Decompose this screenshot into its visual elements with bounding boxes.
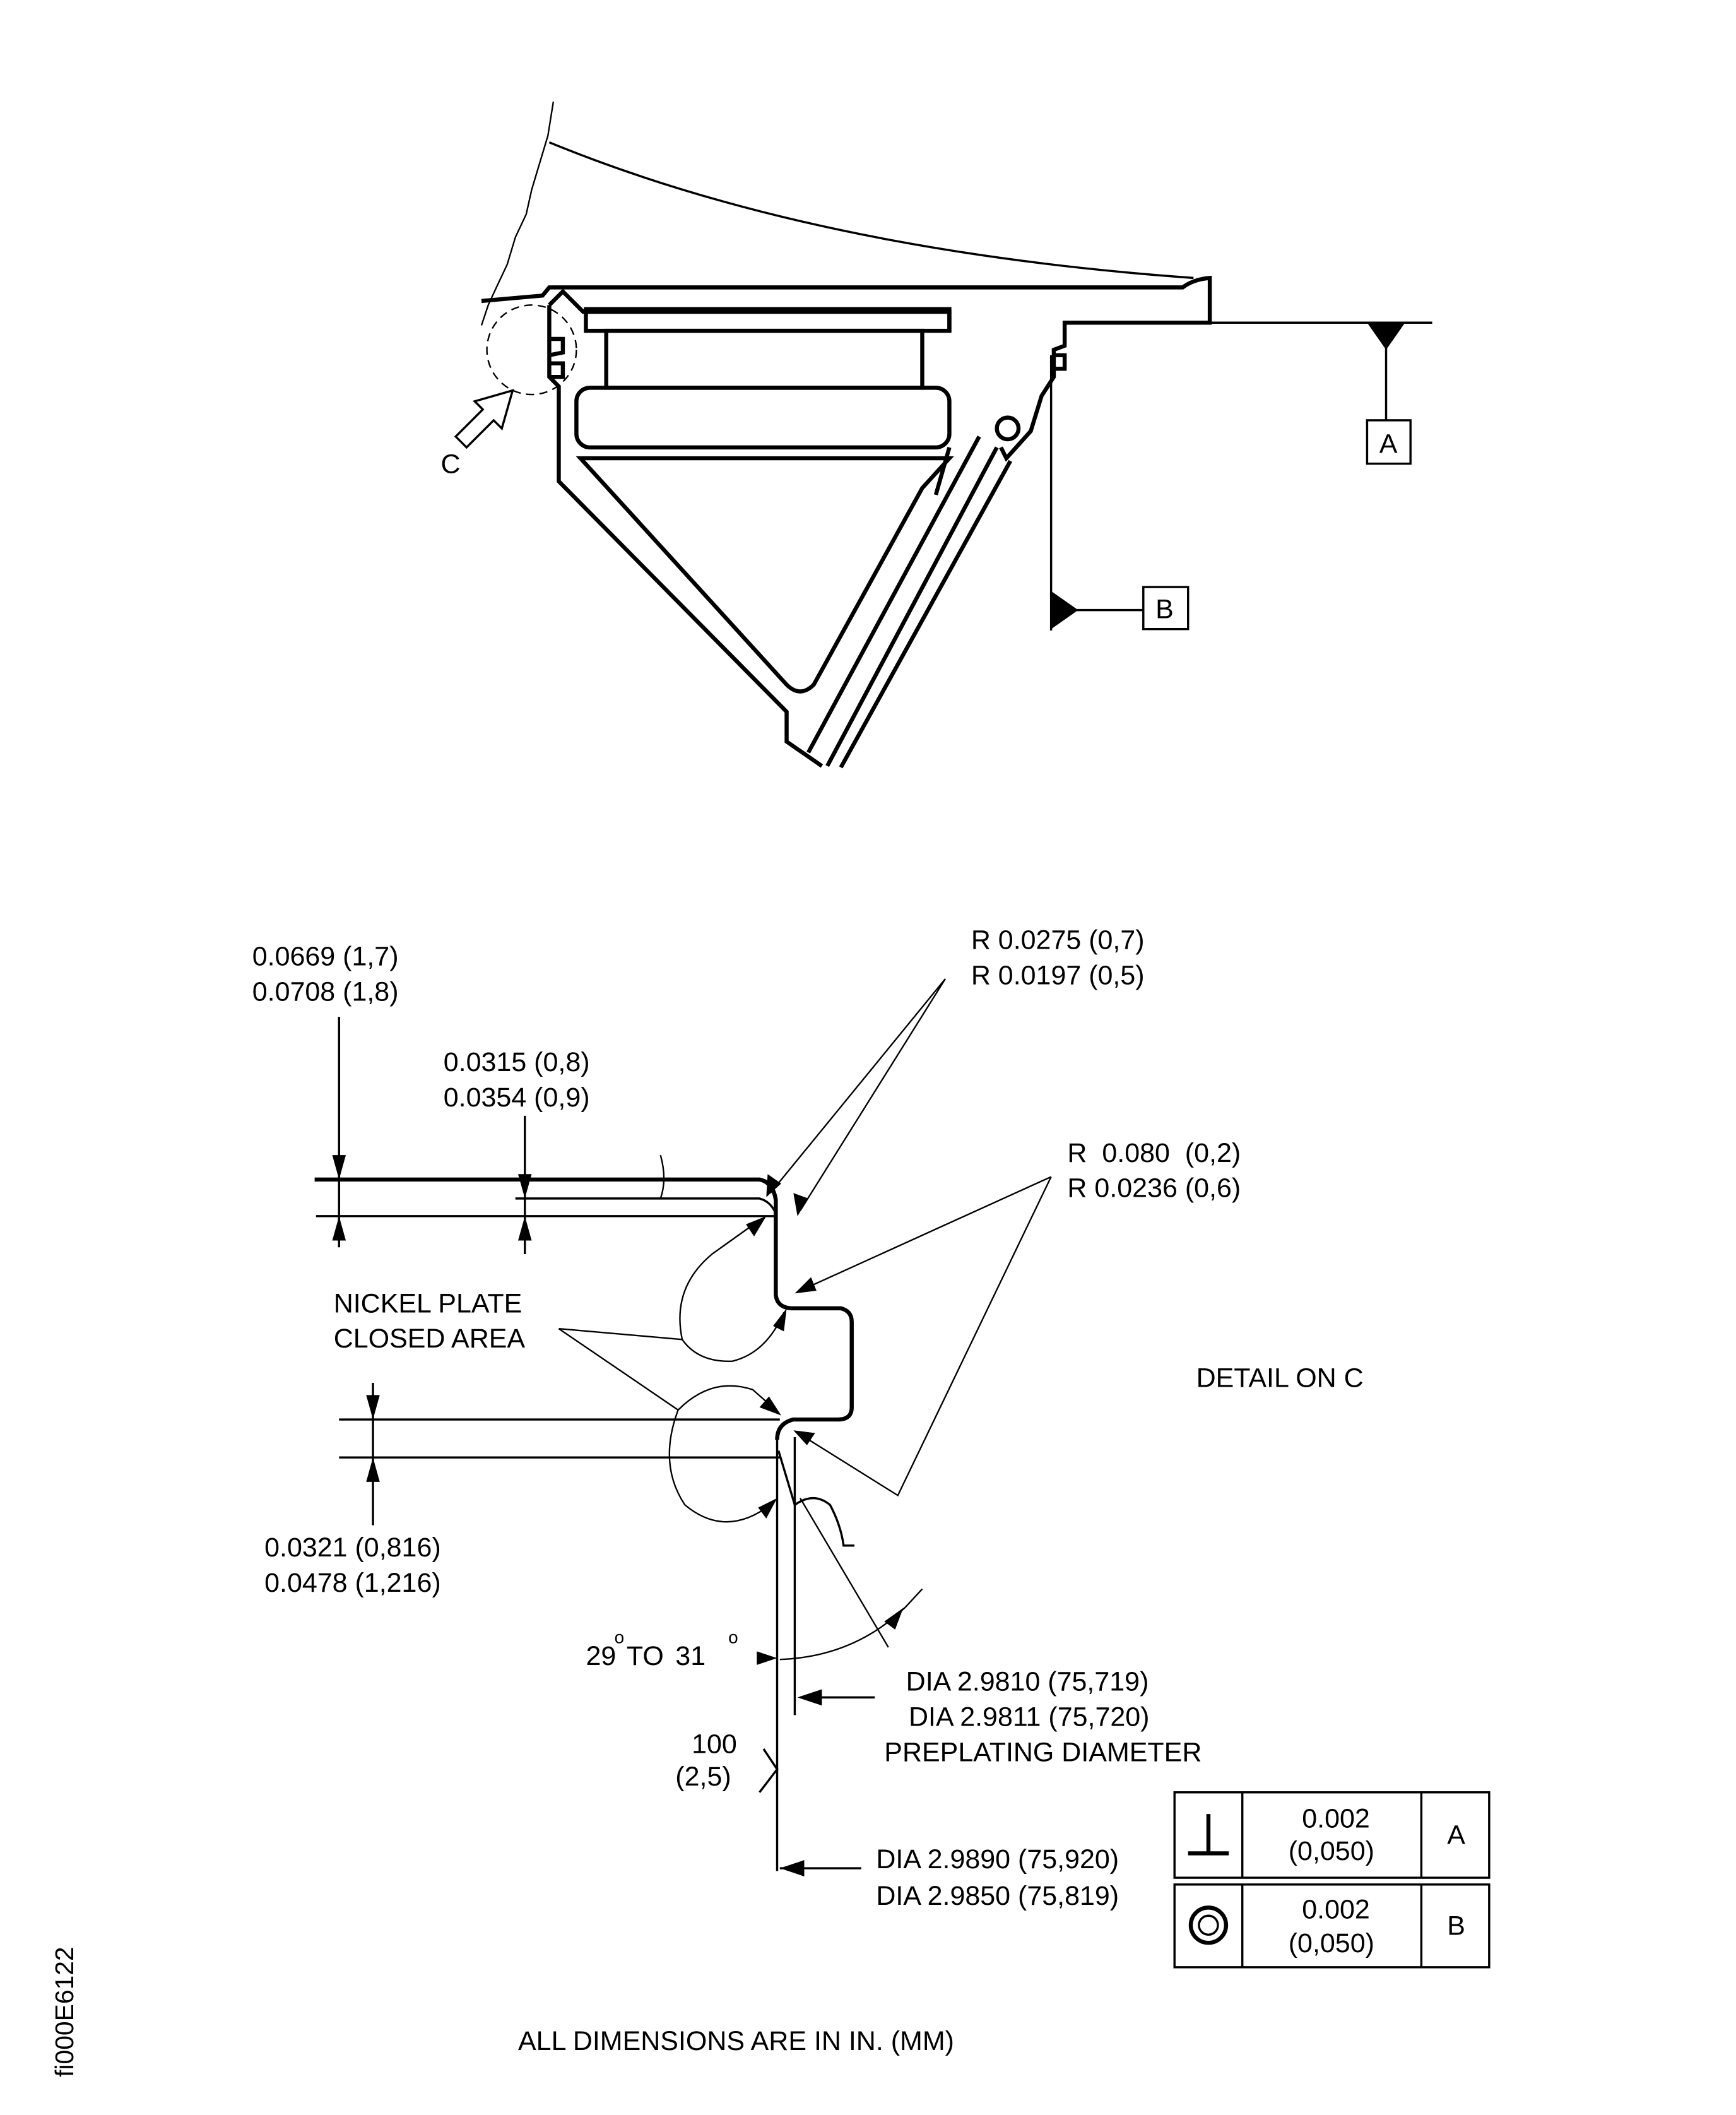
radius-corner-line1: R 0.080 (0,2) xyxy=(1067,1138,1241,1168)
dim-lower-line1: 0.0321 (0,816) xyxy=(264,1532,441,1563)
seal-body xyxy=(604,328,924,390)
final-dia-line2: DIA 2.9850 (75,819) xyxy=(876,1881,1119,1911)
detail-title: DETAIL ON C xyxy=(1196,1363,1364,1393)
radius-leaders xyxy=(766,978,1052,1497)
final-dia-line1: DIA 2.9890 (75,920) xyxy=(876,1844,1119,1875)
angle-degree-2: o xyxy=(728,1627,738,1647)
break-line xyxy=(480,101,555,326)
angle-to: 31 xyxy=(675,1641,706,1671)
datum-b-label: B xyxy=(1155,595,1174,625)
groove-left xyxy=(548,336,565,379)
radius-upper-line1: R 0.0275 (0,7) xyxy=(971,925,1145,956)
dim-inner-line1: 0.0315 (0,8) xyxy=(444,1047,590,1077)
fcf1-tolerance-mm: (0,050) xyxy=(1289,1836,1374,1866)
preplating-line2: DIA 2.9811 (75,720) xyxy=(909,1702,1150,1733)
chamfer-angle-line xyxy=(800,1498,889,1648)
angle-to-word: TO xyxy=(627,1641,664,1671)
feature-control-frame-perpendicularity: 0.002 (0,050) A xyxy=(1173,1791,1491,1879)
radius-upper-line2: R 0.0197 (0,5) xyxy=(971,961,1145,991)
detail-c-view: 0.0669 (1,7) 0.0708 (1,8) 0.0315 (0,8) 0… xyxy=(252,925,1364,1911)
surface-finish-mm: (2,5) xyxy=(675,1762,731,1792)
datum-b-triangle-icon xyxy=(1051,591,1078,629)
figure-id: fi000E6122 xyxy=(50,1946,79,2076)
angle-arrow-left-icon xyxy=(757,1651,777,1665)
dim-outer-line2: 0.0708 (1,8) xyxy=(252,976,399,1007)
dimension-arrows xyxy=(332,1017,532,1526)
preplating-line1: DIA 2.9810 (75,719) xyxy=(906,1667,1149,1697)
fcf1-tolerance-in: 0.002 xyxy=(1302,1804,1370,1834)
radius-corner-line2: R 0.0236 (0,6) xyxy=(1067,1173,1241,1204)
pivot-hole xyxy=(995,415,1021,442)
surface-finish-value: 100 xyxy=(692,1729,737,1759)
preplating-line3: PREPLATING DIAMETER xyxy=(884,1737,1202,1767)
datum-a-label: A xyxy=(1379,429,1398,459)
angle-degree-1: o xyxy=(615,1627,625,1647)
dim-outer-line1: 0.0669 (1,7) xyxy=(252,941,399,971)
fcf2-datum: B xyxy=(1447,1911,1465,1941)
angle-from: 29 xyxy=(586,1641,616,1671)
seal-cone xyxy=(576,456,954,694)
housing-outline xyxy=(481,275,1212,462)
chamfer-profile xyxy=(777,1450,855,1547)
datum-b-box xyxy=(1142,586,1190,631)
datum-a-box xyxy=(1366,419,1412,465)
fcf2-tolerance-mm: (0,050) xyxy=(1289,1928,1374,1958)
feature-control-frame-concentricity: 0.002 (0,050) B xyxy=(1173,1883,1491,1969)
footer-note: ALL DIMENSIONS ARE IN IN. (MM) xyxy=(518,2026,954,2056)
break-mark xyxy=(659,1154,665,1199)
preplating-arrow-icon xyxy=(797,1689,822,1706)
fcf2-tolerance-in: 0.002 xyxy=(1302,1895,1370,1925)
angle-arc xyxy=(779,1588,923,1661)
support-bar xyxy=(806,435,1012,769)
groove-right xyxy=(1053,353,1067,371)
concentricity-icon xyxy=(1188,1905,1229,1945)
datum-a-triangle-icon xyxy=(1367,323,1405,350)
inner-line xyxy=(515,1197,777,1214)
top-assembly-view: C A B xyxy=(440,101,1432,769)
dim-lower-line2: 0.0478 (1,216) xyxy=(264,1568,441,1598)
frame-left xyxy=(547,305,824,768)
callout-c-arrow-icon xyxy=(454,389,514,449)
part-profile xyxy=(314,1177,854,1440)
callout-c-label: C xyxy=(440,449,460,480)
detail-c-circle xyxy=(486,304,577,396)
fcf1-datum: A xyxy=(1447,1820,1465,1850)
surface-finish-icon xyxy=(759,1748,779,1793)
seal-top-lip xyxy=(548,288,952,333)
housing-curve xyxy=(548,141,1194,280)
dim-inner-line2: 0.0354 (0,9) xyxy=(444,1082,590,1113)
final-dia-arrow-icon xyxy=(779,1860,805,1876)
angle-arrow-icon xyxy=(884,1608,904,1630)
perpendicularity-icon xyxy=(1188,1814,1229,1856)
seal-ring xyxy=(574,386,952,450)
nickel-plate-leaders xyxy=(558,1216,787,1523)
nickel-note-line1: NICKEL PLATE xyxy=(334,1288,523,1318)
nickel-note-line2: CLOSED AREA xyxy=(334,1324,526,1354)
